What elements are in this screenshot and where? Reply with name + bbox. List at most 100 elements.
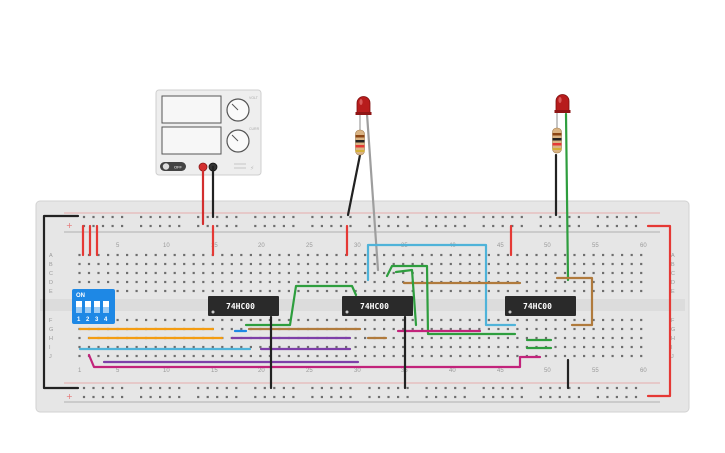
- breadboard-hole[interactable]: [459, 336, 462, 340]
- breadboard-hole[interactable]: [202, 271, 205, 275]
- breadboard-hole[interactable]: [615, 224, 618, 228]
- breadboard-hole[interactable]: [563, 289, 567, 293]
- breadboard-hole[interactable]: [397, 395, 400, 399]
- breadboard-hole[interactable]: [121, 395, 124, 399]
- breadboard-hole[interactable]: [606, 386, 609, 390]
- breadboard-hole[interactable]: [107, 262, 110, 266]
- breadboard-hole[interactable]: [78, 253, 81, 257]
- breadboard-hole[interactable]: [459, 318, 462, 322]
- breadboard-hole[interactable]: [583, 253, 586, 257]
- breadboard-hole[interactable]: [225, 386, 228, 390]
- breadboard-hole[interactable]: [563, 336, 567, 340]
- breadboard-hole[interactable]: [140, 386, 143, 390]
- breadboard-hole[interactable]: [159, 224, 162, 228]
- breadboard-hole[interactable]: [492, 386, 495, 390]
- breadboard-hole[interactable]: [592, 327, 595, 331]
- breadboard-hole[interactable]: [240, 327, 243, 331]
- breadboard-hole[interactable]: [501, 224, 504, 228]
- breadboard-hole[interactable]: [468, 318, 471, 322]
- breadboard-hole[interactable]: [573, 280, 576, 284]
- breadboard-hole[interactable]: [377, 215, 381, 219]
- breadboard-hole[interactable]: [430, 354, 433, 358]
- breadboard-hole[interactable]: [82, 386, 86, 390]
- breadboard-hole[interactable]: [568, 215, 571, 219]
- breadboard-hole[interactable]: [211, 345, 214, 349]
- breadboard-hole[interactable]: [235, 215, 238, 219]
- breadboard-hole[interactable]: [425, 395, 428, 399]
- breadboard-hole[interactable]: [168, 224, 171, 228]
- breadboard-hole[interactable]: [435, 395, 438, 399]
- breadboard-hole[interactable]: [449, 253, 452, 257]
- breadboard-hole[interactable]: [107, 271, 110, 275]
- wire-magenta-long[interactable]: [87, 353, 542, 369]
- breadboard-hole[interactable]: [183, 253, 186, 257]
- breadboard-hole[interactable]: [596, 386, 599, 390]
- breadboard-hole[interactable]: [583, 327, 586, 331]
- breadboard-hole[interactable]: [421, 345, 424, 349]
- breadboard-hole[interactable]: [254, 395, 257, 399]
- breadboard-hole[interactable]: [621, 345, 624, 349]
- breadboard-hole[interactable]: [463, 395, 466, 399]
- breadboard-hole[interactable]: [297, 354, 300, 358]
- breadboard-hole[interactable]: [368, 215, 371, 219]
- breadboard-hole[interactable]: [192, 354, 195, 358]
- breadboard-hole[interactable]: [487, 289, 490, 293]
- breadboard-hole[interactable]: [525, 253, 528, 257]
- breadboard-hole[interactable]: [197, 386, 200, 390]
- breadboard-hole[interactable]: [249, 289, 252, 293]
- breadboard-hole[interactable]: [126, 289, 129, 293]
- breadboard-hole[interactable]: [606, 215, 609, 219]
- breadboard-hole[interactable]: [421, 318, 424, 322]
- breadboard-hole[interactable]: [558, 215, 561, 219]
- breadboard-hole[interactable]: [430, 271, 433, 275]
- breadboard-hole[interactable]: [487, 336, 490, 340]
- breadboard-hole[interactable]: [364, 354, 367, 358]
- breadboard-hole[interactable]: [573, 327, 576, 331]
- breadboard-hole[interactable]: [354, 345, 357, 349]
- breadboard-hole[interactable]: [373, 318, 376, 322]
- breadboard-hole[interactable]: [278, 345, 281, 349]
- breadboard-hole[interactable]: [383, 318, 386, 322]
- breadboard-hole[interactable]: [178, 386, 181, 390]
- breadboard-hole[interactable]: [539, 386, 542, 390]
- breadboard-hole[interactable]: [330, 215, 333, 219]
- breadboard-hole[interactable]: [116, 253, 119, 257]
- breadboard-hole[interactable]: [278, 318, 281, 322]
- breadboard-hole[interactable]: [392, 336, 395, 340]
- breadboard-hole[interactable]: [221, 354, 224, 358]
- breadboard-hole[interactable]: [421, 271, 424, 275]
- breadboard-hole[interactable]: [444, 395, 447, 399]
- breadboard-hole[interactable]: [449, 354, 452, 358]
- breadboard-hole[interactable]: [306, 271, 310, 275]
- breadboard-hole[interactable]: [345, 280, 348, 284]
- breadboard-hole[interactable]: [482, 395, 485, 399]
- breadboard-hole[interactable]: [640, 336, 643, 340]
- breadboard-hole[interactable]: [377, 224, 381, 228]
- breadboard-hole[interactable]: [525, 318, 528, 322]
- breadboard-hole[interactable]: [516, 327, 519, 331]
- breadboard-hole[interactable]: [192, 262, 195, 266]
- breadboard-hole[interactable]: [454, 395, 457, 399]
- breadboard-hole[interactable]: [197, 395, 200, 399]
- breadboard-hole[interactable]: [506, 271, 509, 275]
- breadboard-hole[interactable]: [107, 354, 110, 358]
- breadboard-hole[interactable]: [345, 354, 348, 358]
- breadboard-hole[interactable]: [192, 345, 195, 349]
- breadboard-hole[interactable]: [292, 395, 295, 399]
- breadboard-hole[interactable]: [444, 224, 447, 228]
- breadboard-hole[interactable]: [145, 271, 148, 275]
- breadboard-hole[interactable]: [516, 345, 519, 349]
- breadboard-hole[interactable]: [525, 262, 528, 266]
- breadboard-hole[interactable]: [544, 354, 548, 358]
- breadboard-hole[interactable]: [520, 395, 523, 399]
- breadboard-hole[interactable]: [459, 262, 462, 266]
- breadboard-hole[interactable]: [497, 327, 500, 331]
- breadboard-hole[interactable]: [149, 215, 152, 219]
- breadboard-hole[interactable]: [278, 289, 281, 293]
- breadboard-hole[interactable]: [135, 271, 138, 275]
- breadboard-hole[interactable]: [116, 354, 119, 358]
- breadboard-hole[interactable]: [282, 395, 285, 399]
- breadboard-hole[interactable]: [583, 280, 586, 284]
- breadboard-hole[interactable]: [634, 395, 638, 399]
- breadboard-hole[interactable]: [325, 345, 329, 349]
